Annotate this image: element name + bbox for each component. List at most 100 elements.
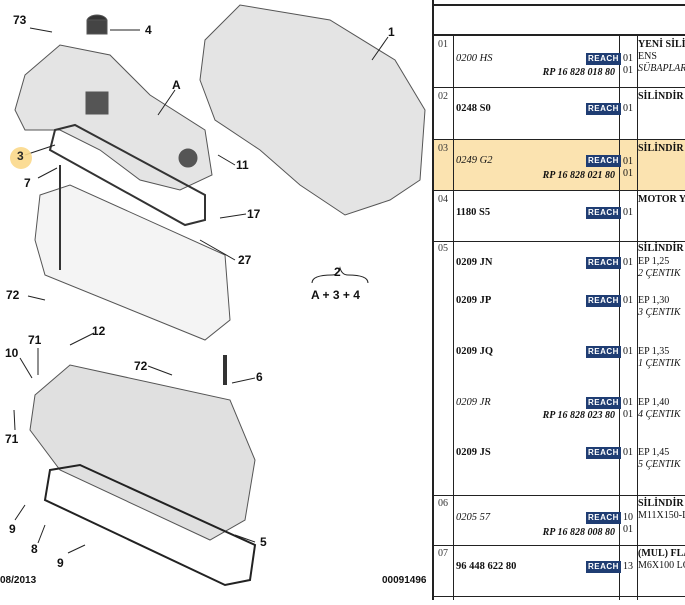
description: ENS xyxy=(638,51,657,62)
description: 5 ÇENTIK xyxy=(638,459,681,470)
callout-5: 5 xyxy=(260,535,267,549)
lower-cylinder-head xyxy=(29,364,256,541)
qty: 01 xyxy=(623,295,633,306)
description: SİLİNDİR xyxy=(638,143,684,154)
description: 4 ÇENTIK xyxy=(638,409,681,420)
reach-badge: REACH xyxy=(586,447,621,459)
callout-10: 10 xyxy=(5,346,19,360)
part-ref: 0248 S0 xyxy=(456,103,491,114)
reach-badge: REACH xyxy=(586,512,621,524)
description: SİLİNDİR xyxy=(638,498,684,509)
engine-drawing xyxy=(13,4,426,587)
rp-number: RP 16 828 021 80 xyxy=(542,170,615,181)
reach-badge: REACH xyxy=(586,103,621,115)
row-number: 01 xyxy=(438,39,448,50)
reach-badge: REACH xyxy=(586,397,621,409)
cylinder-head-1 xyxy=(199,4,426,216)
callout-71b: 71 xyxy=(5,432,19,446)
part-ref: 96 448 622 80 xyxy=(456,561,517,572)
callout-11: 11 xyxy=(236,158,249,172)
diagram-date: 08/2013 xyxy=(0,575,37,586)
part-ref: 0209 JS xyxy=(456,447,491,458)
exploded-parts-diagram: 73 4 1 A 3 11 7 17 27 2 A + 3 + 4 72 12 … xyxy=(0,4,427,587)
description: MOTOR Y xyxy=(638,194,685,205)
reach-badge: REACH xyxy=(586,53,621,65)
callout-6: 6 xyxy=(256,370,263,384)
part-ref: 0200 HS xyxy=(456,53,493,64)
camshaft-carrier xyxy=(34,184,231,341)
part-ref: 0205 57 xyxy=(456,512,491,523)
qty: 01 xyxy=(623,207,633,218)
rp-number: RP 16 828 008 80 xyxy=(542,527,615,538)
reach-badge: REACH xyxy=(586,561,621,573)
reach-badge: REACH xyxy=(586,346,621,358)
part-ref: 0209 JR xyxy=(456,397,491,408)
reach-badge: REACH xyxy=(586,295,621,307)
head-gasket-5 xyxy=(43,463,257,587)
description: M11X150-L xyxy=(638,510,685,521)
row-number: 07 xyxy=(438,548,448,559)
diagram-code: 00091496 xyxy=(382,575,427,586)
cover-A xyxy=(14,44,213,191)
callout-A: A xyxy=(172,78,181,92)
row-number: 05 xyxy=(438,243,448,254)
reach-badge: REACH xyxy=(586,155,621,167)
qty: 01 xyxy=(623,397,633,408)
qty: 01 xyxy=(623,524,633,535)
callout-4: 4 xyxy=(145,23,152,37)
callout-27: 27 xyxy=(238,253,252,267)
callout-12: 12 xyxy=(92,324,106,338)
rp-number: RP 16 828 023 80 xyxy=(542,410,615,421)
table-row-highlighted xyxy=(434,139,685,190)
description: SİLİNDİR xyxy=(638,243,684,254)
rp-number: RP 16 828 018 80 xyxy=(542,67,615,78)
description: 2 ÇENTIK xyxy=(638,268,681,279)
description: SİLİNDİR xyxy=(638,91,684,102)
callout-8: 8 xyxy=(31,542,38,556)
callout-2-sum: A + 3 + 4 xyxy=(311,288,360,302)
row-number: 02 xyxy=(438,91,448,102)
qty: 01 xyxy=(623,53,633,64)
part-ref: 0209 JP xyxy=(456,295,492,306)
description: EP 1,40 xyxy=(638,397,670,408)
part-ref: 0209 JQ xyxy=(456,346,494,357)
description: EP 1,30 xyxy=(638,295,670,306)
callout-2: 2 xyxy=(334,265,341,279)
description: YENİ SİLİ xyxy=(638,39,685,50)
callout-17: 17 xyxy=(247,207,261,221)
qty: 01 xyxy=(623,257,633,268)
description: M6X100 LO xyxy=(638,560,685,571)
part-ref: 1180 S5 xyxy=(456,207,491,218)
gasket-3 xyxy=(48,123,206,227)
description: (MUL) FLA xyxy=(638,548,685,559)
callout-9b: 9 xyxy=(57,556,64,570)
qty: 01 xyxy=(623,346,633,357)
callout-9: 9 xyxy=(9,522,16,536)
qty: 01 xyxy=(623,65,633,76)
row-number: 04 xyxy=(438,194,448,205)
description: EP 1,45 xyxy=(638,447,670,458)
parts-table: 01 0200 HS REACH RP 16 828 018 80 01 01 … xyxy=(432,0,685,600)
qty: 10 xyxy=(623,512,633,523)
description: SÜBAPLAR xyxy=(638,63,685,74)
callout-72: 72 xyxy=(6,288,20,302)
qty: 01 xyxy=(623,168,633,179)
qty: 01 xyxy=(623,447,633,458)
callout-71: 71 xyxy=(28,333,42,347)
qty: 01 xyxy=(623,156,633,167)
callout-1: 1 xyxy=(388,25,395,39)
description: 1 ÇENTIK xyxy=(638,358,681,369)
qty: 01 xyxy=(623,103,633,114)
callout-72b: 72 xyxy=(134,359,148,373)
part-ref: 0209 JN xyxy=(456,257,493,268)
row-number: 03 xyxy=(438,143,448,154)
row-number: 06 xyxy=(438,498,448,509)
reach-badge: REACH xyxy=(586,257,621,269)
description: EP 1,35 xyxy=(638,346,670,357)
callout-7: 7 xyxy=(24,176,31,190)
callout-3-highlighted[interactable]: 3 xyxy=(10,147,32,169)
callout-73: 73 xyxy=(13,13,27,27)
part-ref: 0249 G2 xyxy=(456,155,493,166)
qty: 01 xyxy=(623,409,633,420)
description: 3 ÇENTIK xyxy=(638,307,681,318)
